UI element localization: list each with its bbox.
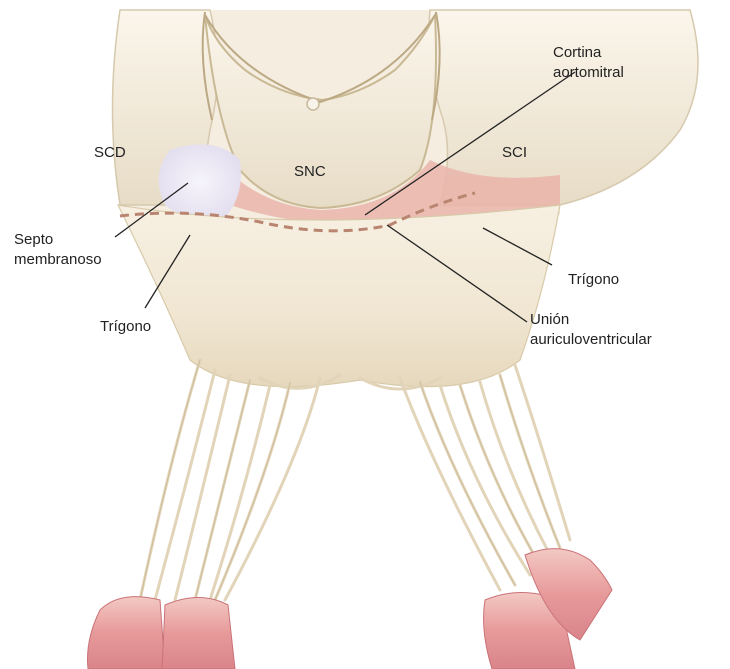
anterior-mitral-leaflet <box>118 205 560 387</box>
label-sci: SCI <box>502 144 527 161</box>
papillary-muscle-right <box>484 549 612 669</box>
label-snc: SNC <box>294 163 326 180</box>
label-cortina-2: aortomitral <box>553 64 624 81</box>
label-scd: SCD <box>94 144 126 161</box>
label-trigono-left: Trígono <box>100 318 151 335</box>
label-septo-1: Septo <box>14 231 53 248</box>
membranous-septum <box>159 144 241 219</box>
nodule-of-arantius <box>307 98 319 110</box>
label-septo-2: membranoso <box>14 251 102 268</box>
label-union-1: Unión <box>530 311 569 328</box>
label-union-2: auriculoventricular <box>530 331 652 348</box>
papillary-muscle-left <box>88 597 236 669</box>
label-cortina-1: Cortina <box>553 44 602 61</box>
label-trigono-right: Trígono <box>568 271 619 288</box>
